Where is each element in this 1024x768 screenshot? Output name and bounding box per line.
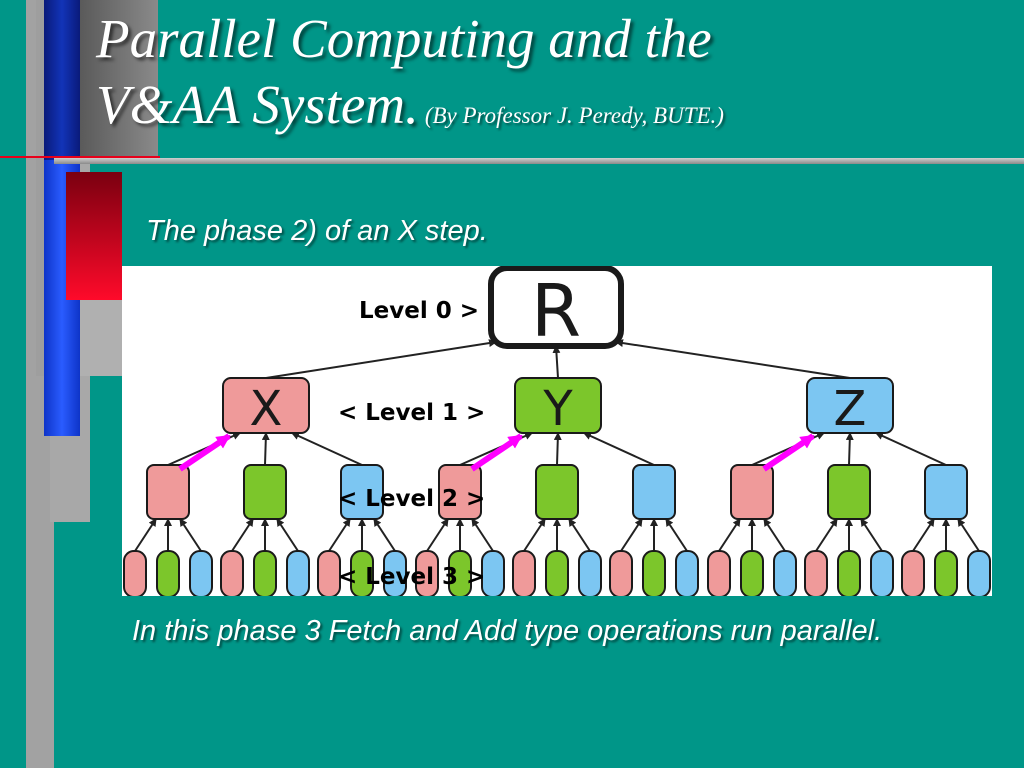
edge-l2-l1 bbox=[583, 432, 655, 466]
level-0-label: Level 0 > bbox=[359, 298, 479, 324]
tree-edges bbox=[134, 339, 980, 552]
edge-l3-l2 bbox=[763, 518, 786, 552]
edge-l3-l2 bbox=[426, 518, 449, 552]
edge-l3-l2 bbox=[179, 518, 202, 552]
level-1-node bbox=[222, 377, 310, 434]
edge-l3-l2 bbox=[328, 518, 351, 552]
level-labels: Level 0 > < Level 1 > < Level 2 > < Leve… bbox=[338, 298, 485, 590]
level-3-leaf bbox=[675, 550, 699, 596]
edge-l3-l2 bbox=[134, 518, 157, 552]
edge-l2-l1 bbox=[875, 432, 947, 466]
fetch-add-arrow bbox=[470, 433, 523, 472]
title-line-2-text: V&AA System. bbox=[96, 74, 419, 135]
edge-l3-l2 bbox=[276, 518, 299, 552]
level-2-node bbox=[243, 464, 287, 520]
edge-l3-l2 bbox=[718, 518, 741, 552]
level-2-node bbox=[146, 464, 190, 520]
fetch-add-arrow bbox=[178, 433, 231, 472]
level-3-leaf bbox=[189, 550, 213, 596]
slide-subtitle: The phase 2) of an X step. bbox=[146, 215, 488, 247]
edge-l3-l2 bbox=[665, 518, 688, 552]
deco-horizontal-rule bbox=[54, 158, 1024, 164]
level-3-leaf bbox=[156, 550, 180, 596]
edge-l1-root bbox=[265, 339, 497, 379]
edge-l2-l1 bbox=[261, 432, 270, 466]
level-3-label: < Level 3 > bbox=[338, 564, 485, 590]
level-3-leaf bbox=[512, 550, 536, 596]
level-3-leaf bbox=[740, 550, 764, 596]
edge-l3-l2 bbox=[912, 518, 935, 552]
level-3-leaf bbox=[901, 550, 925, 596]
level-3-leaf bbox=[123, 550, 147, 596]
tree-nodes: R X Y Z bbox=[123, 266, 991, 596]
edge-l2-l1 bbox=[553, 432, 562, 466]
edge-l3-l2 bbox=[231, 518, 254, 552]
slide-title: Parallel Computing and the V&AA System.(… bbox=[96, 6, 724, 149]
deco-dark-gray-block bbox=[80, 0, 158, 160]
level-2-node bbox=[340, 464, 384, 520]
level-3-leaf bbox=[220, 550, 244, 596]
level-1-node-label: Z bbox=[834, 381, 867, 437]
level-2-label: < Level 2 > bbox=[338, 486, 485, 512]
level-1-node bbox=[514, 377, 602, 434]
level-3-leaf bbox=[578, 550, 602, 596]
level-3-leaf bbox=[253, 550, 277, 596]
root-node-label: R bbox=[531, 269, 581, 353]
level-2-node bbox=[827, 464, 871, 520]
edge-l3-l2 bbox=[620, 518, 643, 552]
slide-caption: In this phase 3 Fetch and Add type opera… bbox=[132, 615, 883, 647]
edge-l3-l2 bbox=[373, 518, 396, 552]
edge-l1-root bbox=[615, 339, 851, 379]
level-2-node bbox=[438, 464, 482, 520]
edge-l3-l2 bbox=[957, 518, 980, 552]
level-3-leaf bbox=[415, 550, 439, 596]
level-3-leaf bbox=[609, 550, 633, 596]
edge-l2-l1 bbox=[291, 432, 363, 466]
fetch-add-arrows bbox=[178, 433, 815, 472]
level-3-leaf bbox=[448, 550, 472, 596]
deco-red-block bbox=[66, 172, 122, 300]
title-byline: (By Professor J. Peredy, BUTE.) bbox=[424, 103, 724, 128]
level-3-leaf bbox=[481, 550, 505, 596]
level-3-leaf bbox=[317, 550, 341, 596]
level-1-node-label: X bbox=[250, 381, 283, 437]
edge-l3-l2 bbox=[568, 518, 591, 552]
level-1-label: < Level 1 > bbox=[338, 400, 485, 426]
level-3-leaf bbox=[967, 550, 991, 596]
level-3-leaf bbox=[773, 550, 797, 596]
level-2-node bbox=[730, 464, 774, 520]
tree-diagram: R X Y Z Level 0 > < Level 1 > < Level 2 > <… bbox=[122, 266, 992, 596]
tree-diagram-svg: R X Y Z Level 0 > < Level 1 > < Level 2 > <… bbox=[123, 266, 991, 596]
fetch-add-arrow bbox=[762, 433, 815, 472]
level-3-leaf bbox=[870, 550, 894, 596]
edge-l3-l2 bbox=[471, 518, 494, 552]
level-3-leaf bbox=[350, 550, 374, 596]
level-3-leaf bbox=[707, 550, 731, 596]
title-line-2: V&AA System.(By Professor J. Peredy, BUT… bbox=[96, 72, 724, 149]
level-3-leaf bbox=[837, 550, 861, 596]
level-3-leaf bbox=[934, 550, 958, 596]
level-2-node bbox=[632, 464, 676, 520]
level-2-node bbox=[924, 464, 968, 520]
edge-l1-root bbox=[552, 345, 561, 379]
level-3-leaf bbox=[804, 550, 828, 596]
level-3-leaf bbox=[642, 550, 666, 596]
level-2-node bbox=[535, 464, 579, 520]
deco-red-rule bbox=[0, 156, 160, 158]
level-1-node bbox=[806, 377, 894, 434]
level-1-node-label: Y bbox=[542, 381, 573, 437]
level-3-leaf bbox=[286, 550, 310, 596]
root-node bbox=[488, 266, 624, 349]
level-3-leaf bbox=[545, 550, 569, 596]
edge-l3-l2 bbox=[860, 518, 883, 552]
edge-l3-l2 bbox=[815, 518, 838, 552]
title-line-1: Parallel Computing and the bbox=[96, 8, 712, 69]
deco-navy-block bbox=[44, 0, 80, 160]
edge-l3-l2 bbox=[523, 518, 546, 552]
edge-l2-l1 bbox=[845, 432, 854, 466]
level-3-leaf bbox=[383, 550, 407, 596]
